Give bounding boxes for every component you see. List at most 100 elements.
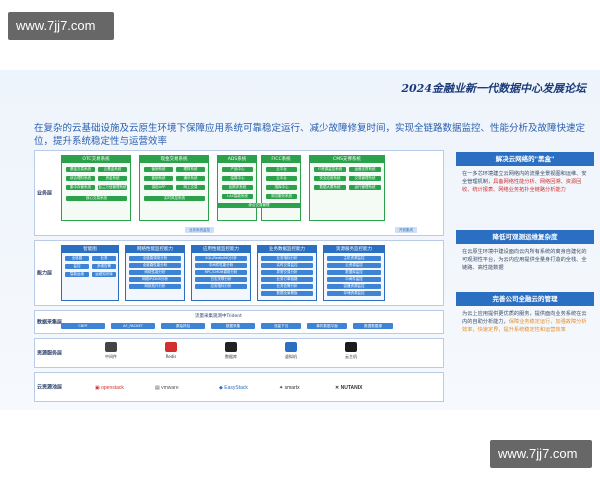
collect-chip: 数据数据源 (353, 323, 393, 329)
capability-chip: 应用指标分析 (195, 284, 247, 289)
capability-chip: 智能运维 (65, 272, 89, 277)
capability-chip: RPC/CMDB调用分析 (195, 270, 247, 275)
side-panel-1-text: 在一多芯环境建立云网络内的流量全景视图和运维、安全管理机制， (462, 171, 587, 185)
collect-chip: 事件数据平面 (307, 323, 347, 329)
business-box-3: ADS系统 产品中心 结算中心 反欺诈系统 LAS智能系统 (217, 155, 257, 221)
smartx-icon: ✦ (279, 385, 284, 391)
business-box-1-head: OTC交易系统 (62, 156, 130, 163)
side-panel-1-highlight: 具备网络性能分析、网络回溯、资源回收、统计报表、网络业务拓扑全链路分析能力 (462, 179, 582, 193)
capability-lane: 能力层 智能图 全链路 业务 监控 多维告警 智能运维 运维知识库 网络性能监控… (34, 240, 444, 306)
business-chip: 云基金系统 (98, 167, 127, 172)
cloud-label: openstack (101, 385, 124, 391)
cloud-label: EasyStack (224, 385, 248, 391)
side-panel-3-body: 为云上应用提供更优质的服务，提供面向业务系统在云内的自助分析能力，保障业务稳定运… (456, 306, 594, 338)
capability-chip: 业务指标分析 (261, 256, 313, 261)
nutanix-icon: ✕ (335, 385, 340, 391)
business-chip: 理财系统 (176, 167, 205, 172)
side-panel-3-highlight: 保障业务稳定运行，加强故障分析效率，快速定界，提升系统稳定性和运营效率 (462, 319, 587, 333)
resource-label: 中间件 (105, 354, 117, 359)
capability-box-5: 资源服务监控能力 主机资源监控 云资源监控 数据库监控 中间件监控 容器资源监控… (323, 245, 385, 301)
capability-chip: 云资源监控 (327, 263, 381, 268)
capability-box-1-head: 智能图 (62, 246, 118, 253)
resource-label: Redis (165, 354, 177, 359)
collect-chip: AF_PACKET (111, 323, 155, 329)
open-integration-chip: 开放集成 (395, 227, 417, 233)
business-chip: 实时风控系统 (144, 196, 205, 201)
capability-box-5-head: 资源服务监控能力 (324, 246, 384, 253)
capability-chip: 中间件性能分析 (195, 263, 247, 268)
cloud-label: vmware (161, 385, 179, 391)
collect-chip: CBPF (61, 323, 105, 329)
slide-headline: 在复杂的云基础设施及云原生环境下保障应用系统可靠稳定运行、减少故障修复时间，实现… (34, 123, 586, 147)
capability-chip: 数据库监控 (327, 270, 381, 275)
architecture-diagram: 业务层 OTC交易系统 基金交易系统 云基金系统 综合理财系统 资金系统 集中存… (34, 150, 444, 406)
cloud-host-icon (345, 342, 357, 352)
business-chip: 测试服务系统 (266, 194, 297, 199)
capability-chip: 业务 (92, 256, 116, 261)
business-chip: 产品中心 (222, 167, 253, 172)
cloud-lane: 云资源池层 ▣ openstack ▤ vmware ◆ EasyStack ✦… (34, 372, 444, 402)
capability-chip: 业务告警分析 (261, 284, 313, 289)
capability-chip: 网络性能分析 (129, 270, 181, 275)
capability-chip: 容器资源监控 (327, 284, 381, 289)
side-panel-1-title: 解决云网络的"黑盒" (456, 152, 594, 166)
capability-chip: 日志关联分析 (195, 277, 247, 282)
business-chip: 运行管理系统 (349, 185, 381, 190)
capability-box-3: 应用性能监控能力 SQL/Redis/MQ分析 中间件性能分析 RPC/CMDB… (191, 245, 251, 301)
business-chip: 数据大屏系统 (314, 185, 346, 190)
openstack-logo: ▣ openstack (95, 382, 124, 394)
cloud-label: NUTANIX (340, 385, 363, 391)
capability-box-2: 网络性能监控能力 全链路调用分析 全链路性能分析 网络性能分析 网络IP/DNS… (125, 245, 185, 301)
business-chip: 指挥中心 (266, 185, 297, 190)
capability-chip: 全链路调用分析 (129, 256, 181, 261)
capability-chip: 全链路性能分析 (129, 263, 181, 268)
business-chip: 反欺诈系统 (222, 185, 253, 190)
business-box-4-head: FICC系统 (262, 156, 300, 163)
resource-cloud-host: 云主机 (331, 342, 371, 360)
side-panel-1-body: 在一多芯环境建立云网络内的流量全景视图和运维、安全管理机制，具备网络性能分析、网… (456, 166, 594, 198)
resource-redis: Redis (151, 342, 191, 359)
capability-box-1: 智能图 全链路 业务 监控 多维告警 智能运维 运维知识库 (61, 245, 119, 301)
side-panel-2-body: 在云原生环境中建设面向云内所有系统的离身自建化的可观测性平台，为云内应用提供全量… (456, 244, 594, 276)
slide-title: 2024金融业新一代数据中心发展论坛 (401, 82, 586, 95)
business-box-5-head: CMS支撑系统 (310, 156, 384, 163)
capability-chip: 全链路 (65, 256, 89, 261)
capability-chip: SQL/Redis/MQ分析 (195, 256, 247, 261)
business-lane: 业务层 OTC交易系统 基金交易系统 云基金系统 综合理财系统 资金系统 集中存… (34, 150, 444, 236)
vmware-icon: ▤ (155, 385, 160, 391)
side-panel-3: 完善公司全融云的管理 为云上应用提供更优质的服务，提供面向业务系统在云内的自助分… (456, 292, 594, 338)
business-box-5: CMS支撑系统 IT资源监控系统 运营支撑系统 安全应用系统 交易管理系统 数据… (309, 155, 385, 221)
middleware-icon (105, 342, 117, 352)
side-panel-1: 解决云网络的"黑盒" 在一多芯环境建立云网络内的流量全景视图和运维、安全管理机制… (456, 152, 594, 198)
side-panel-2-text: 在云原生环境中建设面向云内所有系统的离身自建化的可观测性平台，为云内应用提供全量… (462, 249, 587, 271)
business-chip: 核心交易系统 (66, 196, 127, 201)
business-box-2-head: 现金交易系统 (140, 156, 208, 163)
capability-box-3-head: 应用性能监控能力 (192, 246, 250, 253)
business-chip: 资金系统 (98, 176, 127, 181)
capability-lane-label: 能力层 (37, 270, 53, 277)
capability-chip: 多维告警 (92, 264, 116, 269)
business-chip: 通讯系统 (176, 176, 205, 181)
business-chip: 营销系统 (144, 176, 173, 181)
collect-lane: 数据采集层 流量采集观测中Trident CBPF AF_PACKET 原始抓包… (34, 310, 444, 334)
resource-middleware: 中间件 (91, 342, 131, 360)
resource-lane-label: 资源服务层 (37, 350, 63, 357)
business-chip-wide: 综合交易管理 (217, 203, 301, 208)
business-chip: 运营支撑系统 (349, 167, 381, 172)
capability-box-4-head: 业务数据监控能力 (258, 246, 316, 253)
business-box-4: FICC系统 云平台 云中台 指挥中心 测试服务系统 (261, 155, 301, 221)
business-chip: 保险APP (144, 185, 173, 190)
capability-chip: 数据全景看板 (261, 291, 313, 296)
redis-icon (165, 342, 177, 352)
center-connector: 业务系统监控 (185, 227, 214, 233)
business-chip: 交易管理系统 (349, 176, 381, 181)
business-chip: 云平台 (266, 167, 297, 172)
presentation-slide: 2024金融业新一代数据中心发展论坛 在复杂的云基础设施及云原生环境下保障应用系… (0, 70, 600, 410)
business-box-2: 现金交易系统 营销系统 理财系统 营销系统 通讯系统 保险APP 网上交易 实时… (139, 155, 209, 221)
database-icon (225, 342, 237, 352)
easystack-logo: ◆ EasyStack (219, 382, 248, 394)
business-chip: 结算中心 (222, 176, 253, 181)
easystack-icon: ◆ (219, 385, 223, 391)
capability-box-4: 业务数据监控能力 业务指标分析 实时交易监控 异常交易分析 业务订单链路 业务告… (257, 245, 317, 301)
